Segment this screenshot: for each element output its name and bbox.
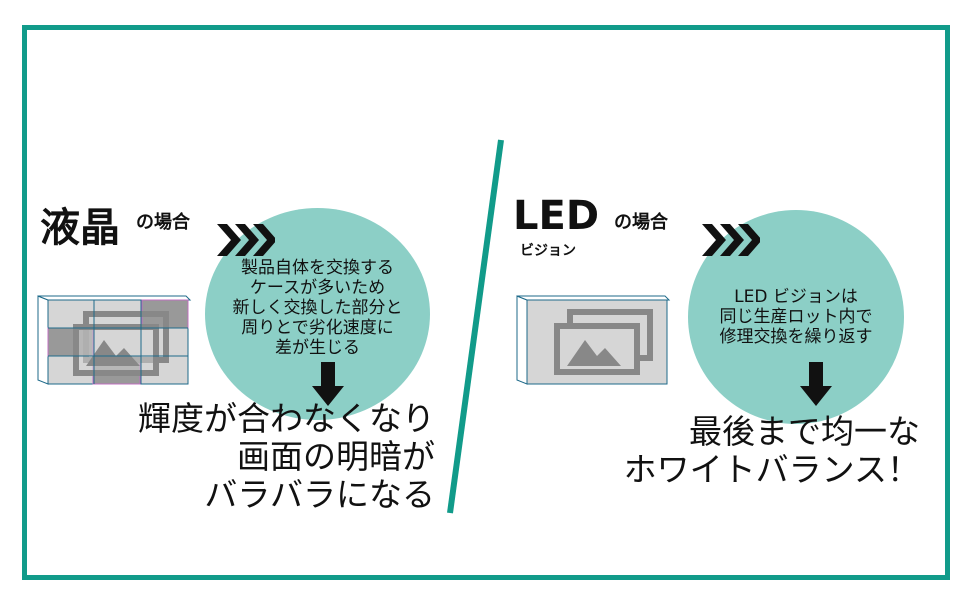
right-circle-text: LED ビジョンは 同じ生産ロット内で 修理交換を繰り返す [719, 287, 873, 347]
lcd-panel-icon [37, 295, 192, 385]
right-title: LED [513, 193, 600, 239]
left-title-sub: の場合 [136, 212, 190, 233]
frame-border [22, 25, 950, 580]
right-title-small: ビジョン [520, 243, 576, 259]
right-circle [688, 210, 904, 424]
right-result: 最後まで均一な ホワイトバランス！ [623, 412, 920, 489]
chevrons-icon [702, 224, 760, 256]
chevrons-icon [217, 224, 275, 256]
left-result: 輝度が合わなくなり 画面の明暗が バラバラになる [138, 399, 435, 514]
left-circle [205, 208, 430, 420]
right-title-sub: の場合 [614, 212, 668, 233]
left-title: 液晶 [40, 205, 120, 251]
down-arrow-icon [800, 362, 832, 406]
left-circle-text: 製品自体を交換する ケースが多いため 新しく交換した部分と 周りとで劣化速度に … [232, 258, 403, 358]
down-arrow-icon [312, 362, 344, 406]
led-panel-icon [516, 295, 671, 385]
